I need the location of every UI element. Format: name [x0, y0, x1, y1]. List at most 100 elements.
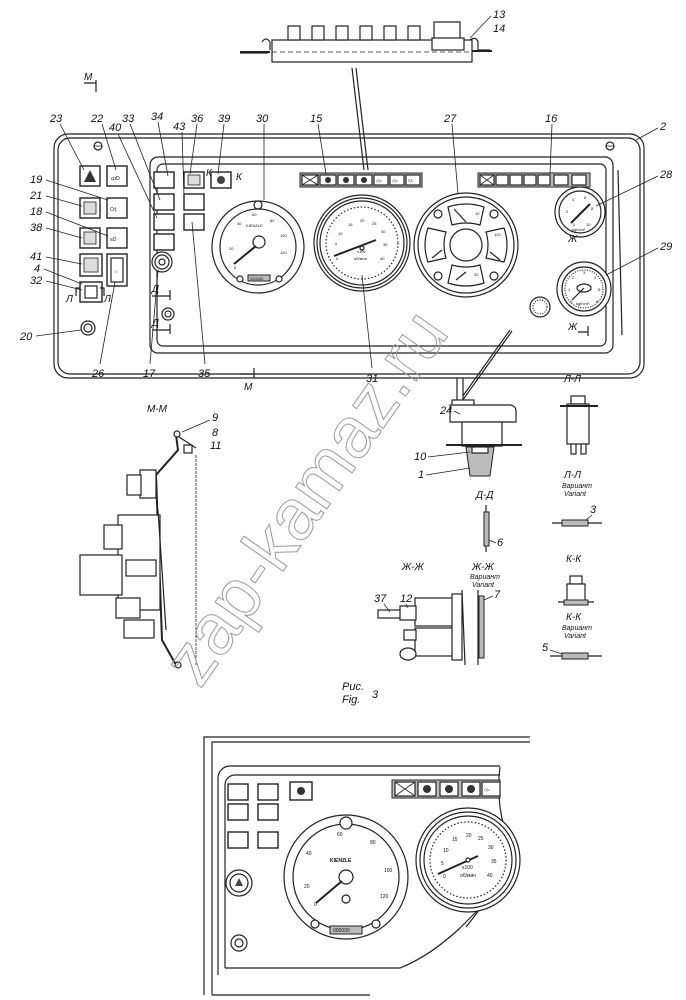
section-mark-k-1: К [206, 168, 213, 179]
closeup-odometer [329, 925, 363, 935]
callout-41: 41 [30, 251, 42, 263]
headlight-switch[interactable] [106, 227, 128, 249]
oil-gauge-window [424, 227, 447, 263]
pbot-unit: kgf/cm² [576, 301, 590, 306]
ptop-tick-0: 0 [573, 222, 576, 227]
closeup-switch-1[interactable] [227, 783, 249, 801]
closeup-tach-25: 25 [478, 836, 484, 842]
switch-33[interactable] [153, 193, 175, 211]
warning-triangle-icon [84, 170, 96, 182]
headlight-icon: ≡D [110, 237, 117, 243]
closeup-switch-5[interactable] [257, 803, 279, 821]
beam-switch[interactable] [106, 197, 128, 219]
tach-tick-40: 40 [380, 256, 385, 261]
callout-35: 35 [198, 368, 211, 380]
switch-34[interactable] [153, 171, 175, 189]
section-ll-drawing [560, 395, 598, 455]
figure-caption-ru: Рис. [342, 681, 364, 693]
switch-35[interactable] [183, 213, 205, 231]
callout-39: 39 [218, 113, 230, 125]
section-mark-l-left: Л [65, 294, 73, 305]
closeup-switch-4[interactable] [227, 803, 249, 821]
closeup-tach-35: 35 [491, 859, 497, 865]
closeup-switch-6[interactable] [227, 831, 249, 849]
closeup-tach-unit: об/мин [460, 873, 476, 879]
speed-tick-120: 120 [280, 250, 287, 255]
callout-34: 34 [151, 111, 163, 123]
indicator-strip-15: ◇▷ ◇▷ ΣΣ [299, 172, 423, 188]
section-kk-drawing [558, 575, 594, 606]
tach-tick-30: 30 [381, 229, 386, 234]
section-title-ll: Л-Л [563, 374, 581, 385]
switch-blank[interactable] [153, 233, 175, 251]
switch-40[interactable] [153, 213, 175, 231]
speedometer: KIENZLE 20 40 60 80 100 120 0 000000 [211, 200, 305, 294]
closeup-speed-100: 100 [384, 868, 393, 874]
pbot-tick-6: 6 [596, 299, 599, 304]
tach-tick-35: 35 [383, 242, 388, 247]
closeup-panel-view: ◇▷ [203, 736, 530, 996]
callout-15: 15 [310, 113, 323, 125]
callout-10: 10 [414, 451, 427, 463]
section-mark-d-2: Д [151, 318, 159, 329]
callout-6: 6 [497, 537, 504, 549]
fog-light-switch[interactable] [106, 165, 128, 187]
section-title-zhzh-variant: Ж-Ж [471, 562, 495, 573]
callout-2: 2 [659, 121, 666, 133]
variant-ru-ll: Вариант [562, 483, 592, 490]
closeup-switch-7[interactable] [257, 831, 279, 849]
callout-23: 23 [49, 113, 63, 125]
callout-18: 18 [30, 206, 43, 218]
ptop-tick-2: 2 [566, 209, 569, 214]
callout-9: 9 [212, 412, 218, 424]
closeup-brand: KIENZLE [330, 858, 352, 864]
speed-tick-0: 0 [234, 265, 237, 270]
callout-8: 8 [212, 427, 219, 439]
callout-5: 5 [542, 642, 549, 654]
section-mm-drawing [79, 430, 197, 669]
section-title-kk-variant: К-К [566, 612, 582, 623]
figure-caption-en: Fig. [342, 694, 360, 706]
lamp-icon: ☼ [114, 269, 119, 275]
callout-37: 37 [374, 593, 387, 605]
callout-3: 3 [590, 504, 597, 516]
figure-number: 3 [372, 689, 379, 701]
switch-43[interactable] [183, 193, 205, 211]
closeup-speed-60: 60 [337, 832, 343, 838]
callout-1: 1 [418, 469, 424, 481]
closeup-tach-40: 40 [487, 873, 493, 879]
detail-lamp-housing [446, 329, 522, 477]
section-ll-variant-drawing [552, 519, 602, 527]
section-zhzh-variant-drawing [477, 590, 485, 665]
callout-7: 7 [494, 589, 501, 601]
speed-tick-100: 100 [280, 233, 287, 238]
speed-tick-80: 80 [270, 218, 275, 223]
callout-19: 19 [30, 174, 42, 186]
main-instrument-panel [53, 133, 645, 379]
closeup-tach-multiplier: x100 [462, 865, 473, 871]
panel-callouts: 23 22 33 40 34 43 36 39 30 15 27 16 2 19… [19, 111, 673, 385]
tach-tick-10: 10 [338, 231, 343, 236]
callout-28: 28 [659, 169, 673, 181]
odometer-value: 000000 [250, 276, 264, 281]
air-pressure-gauge-top: 0 2 4 6 8 10 kgf/cm² [554, 186, 606, 238]
closeup-switch-2[interactable] [257, 783, 279, 801]
section-mark-m-bottom: М [244, 382, 253, 393]
section-zhzh-drawing [377, 589, 466, 666]
section-title-kk: К-К [566, 554, 582, 565]
callout-31: 31 [366, 373, 378, 385]
ptop-tick-6: 6 [584, 195, 587, 200]
callout-29: 29 [659, 241, 672, 253]
switch-block-side-view [240, 21, 492, 171]
pbot-tick-0: 0 [570, 299, 573, 304]
svg-text:◇▷: ◇▷ [376, 178, 383, 183]
section-dd-drawing [483, 505, 490, 552]
section-title-ll-variant: Л-Л [563, 470, 581, 481]
callout-4: 4 [34, 263, 40, 275]
callout-33: 33 [122, 113, 135, 125]
callout-16: 16 [545, 113, 558, 125]
closeup-tach-10: 10 [443, 848, 449, 854]
variant-en-kk: Variant [564, 633, 587, 640]
closeup-speed-20: 20 [304, 884, 310, 890]
